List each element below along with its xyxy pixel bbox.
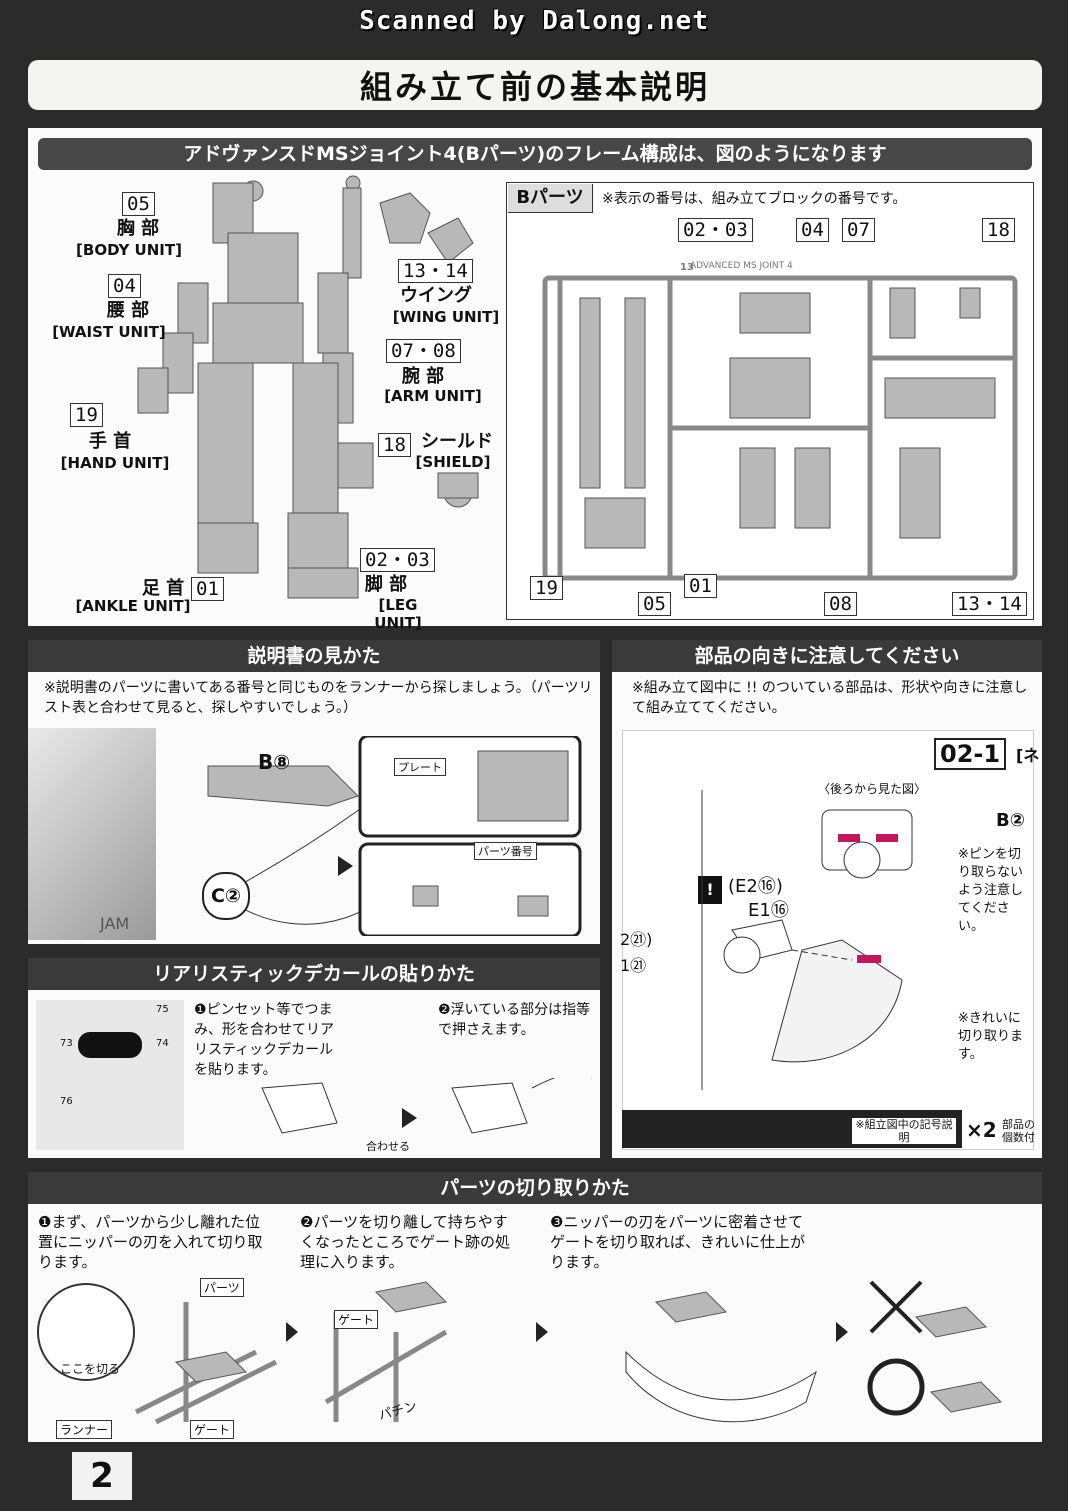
cutting-step1: ❶まず、パーツから少し離れた位置にニッパーの刃を入れて切り取ります。 — [38, 1213, 263, 1271]
runner-label-18: 18 — [982, 218, 1015, 242]
unit-jp-wing: ウイング — [400, 285, 472, 306]
decal-num-74: 74 — [156, 1038, 169, 1049]
unit-jp-leg: 脚 部 — [364, 574, 408, 595]
how-to-read-figure — [207, 736, 582, 936]
gate-label-2: ゲート — [334, 1310, 379, 1329]
unit-en-waist: [WAIST UNIT] — [52, 323, 166, 341]
decal-num-75: 75 — [156, 1004, 169, 1015]
decal-num-76: 76 — [60, 1096, 73, 1107]
orientation-header: 部品の向きに注意してください — [612, 640, 1042, 672]
decal-step2: ❷浮いている部分は指等で押さえます。 — [438, 1002, 591, 1038]
decal-panel: リアリスティックデカールの貼りかた 73 74 75 76 ❶ピンセット等でつま… — [28, 958, 600, 1158]
unit-label-ankle: 01 — [191, 577, 224, 601]
gate-label: ゲート — [190, 1420, 235, 1439]
bparts-note: ※表示の番号は、組み立てブロックの番号です。 — [602, 191, 907, 207]
cutting-step3: ❸ニッパーの刃をパーツに密着させてゲートを切り取れば、きれいに仕上がります。 — [550, 1213, 806, 1271]
left-frag-2: 1㉑ — [620, 956, 647, 975]
bparts-label: Bパーツ — [508, 184, 593, 213]
parts-no-label: パーツ番号 — [474, 842, 537, 860]
parts-label: パーツ — [200, 1278, 244, 1297]
frame-structure-panel: アドヴァンスドMSジョイント4(Bパーツ)のフレーム構成は、図のようになります … — [28, 128, 1042, 632]
scan-watermark: Scanned by Dalong.net — [359, 6, 709, 36]
unit-en-wing: [WING UNIT] — [392, 308, 500, 326]
orientation-panel: 部品の向きに注意してください ※組み立て図中に !! のついている部品は、形状や… — [612, 640, 1042, 1158]
x2-badge: ×2 — [966, 1118, 997, 1142]
svg-text:13: 13 — [680, 262, 694, 273]
unit-label-shield: 18 — [378, 433, 411, 457]
unit-jp-hand: 手 首 — [88, 431, 132, 452]
unit-jp-waist: 腰 部 — [106, 300, 150, 321]
unit-label-arm: 07・08 — [386, 339, 461, 363]
right-note-1: ※ピンを切り取らないよう注意してください。 — [958, 847, 1024, 934]
cutting-step2: ❷パーツを切り離して持ちやすくなったところでゲート跡の処理に入ります。 — [300, 1213, 511, 1271]
left-frag-1: 2㉑) — [620, 930, 653, 949]
unit-label-wing: 13・14 — [398, 259, 473, 283]
runner-label-01: 01 — [684, 574, 717, 598]
footer-note: ※組立図中の記号説明 — [852, 1118, 956, 1144]
decal-header: リアリスティックデカールの貼りかた — [28, 958, 600, 990]
decal-num-73: 73 — [60, 1038, 73, 1049]
b8-label: B⑧ — [258, 750, 291, 774]
step-number: 02-1 — [934, 738, 1007, 770]
unit-jp-ankle: 足 首 — [141, 578, 185, 599]
frame-figure — [137, 175, 479, 599]
runner-label-05: 05 — [638, 592, 671, 616]
runner-label-13-14: 13・14 — [952, 592, 1027, 616]
how-to-read-header: 説明書の見かた — [28, 640, 600, 672]
c2-label: C② — [202, 872, 250, 920]
runner-label-08: 08 — [824, 592, 857, 616]
decal-step1: ❶ピンセット等でつまみ、形を合わせてリアリスティックデカールを貼ります。 — [194, 1002, 334, 1078]
unit-en-ankle: [ANKLE UNIT] — [75, 597, 191, 615]
unit-label-hand: 19 — [70, 403, 103, 427]
plate-label: プレート — [394, 758, 446, 776]
right-note-2: ※きれいに切り取ります。 — [958, 1011, 1024, 1062]
unit-en-hand: [HAND UNIT] — [60, 454, 170, 472]
unit-en-arm: [ARM UNIT] — [384, 387, 482, 405]
runner-label-04: 04 — [796, 218, 829, 242]
e1-label: E1⑯ — [748, 900, 789, 921]
right-b-label: B② — [996, 810, 1025, 831]
runner-label-02-03: 02・03 — [678, 218, 753, 242]
runner-label-07: 07 — [842, 218, 875, 242]
unit-en-leg: [LEG UNIT] — [374, 596, 422, 632]
decal-eye — [78, 1032, 142, 1058]
page-title: 組み立て前の基本説明 — [28, 60, 1042, 110]
side-photo-text: JAM — [100, 914, 130, 933]
side-photo — [28, 728, 156, 940]
unit-label-leg: 02・03 — [360, 548, 435, 572]
unit-label-body: 05 — [122, 192, 155, 216]
orientation-figure-box — [622, 730, 1034, 1150]
cutting-panel: パーツの切り取りかた ❶まず、パーツから少し離れた位置にニッパーの刃を入れて切り… — [28, 1172, 1042, 1442]
good-mark: ○ — [1048, 1172, 1049, 1173]
page-number: 2 — [72, 1452, 132, 1500]
cut-here-label: ここを切る — [60, 1362, 121, 1376]
unit-jp-body: 胸 部 — [116, 218, 160, 239]
runner-drawing: ADVANCED MS JOINT 4 13 — [542, 261, 1018, 581]
unit-label-waist: 04 — [108, 274, 141, 298]
how-to-read-panel: 説明書の見かた ※説明書のパーツに書いてある番号と同じものをランナーから探しまし… — [28, 640, 600, 944]
decal-sheet — [36, 1000, 184, 1150]
cutting-figure — [37, 1280, 1003, 1425]
runner-label: ランナー — [56, 1420, 113, 1439]
unit-en-body: [BODY UNIT] — [76, 241, 182, 259]
frame-structure-header: アドヴァンスドMSジョイント4(Bパーツ)のフレーム構成は、図のようになります — [38, 138, 1032, 170]
svg-text:ADVANCED MS JOINT 4: ADVANCED MS JOINT 4 — [690, 261, 793, 271]
orientation-figure — [701, 790, 913, 1090]
cutting-header: パーツの切り取りかた — [28, 1172, 1042, 1204]
orientation-note: ※組み立て図中に !! のついている部品は、形状や向きに注意して組み立ててくださ… — [632, 680, 1028, 716]
unit-jp-shield: シールド — [421, 431, 493, 452]
decal-match-label: 合わせる — [366, 1140, 410, 1153]
decal-figure — [261, 1078, 592, 1134]
x2-note: 部品の個数付 — [1002, 1118, 1035, 1144]
how-to-read-note: ※説明書のパーツに書いてある番号と同じものをランナーから探しましょう。（パーツリ… — [44, 680, 593, 716]
e2-label: (E2⑯) — [728, 876, 783, 897]
unit-en-shield: [SHIELD] — [415, 453, 491, 471]
back-view-label: 〈後ろから見た図〉 — [818, 782, 927, 796]
runner-label-19: 19 — [530, 576, 563, 600]
step-tail: [ネ — [1016, 746, 1040, 765]
unit-jp-arm: 腕 部 — [401, 366, 445, 387]
